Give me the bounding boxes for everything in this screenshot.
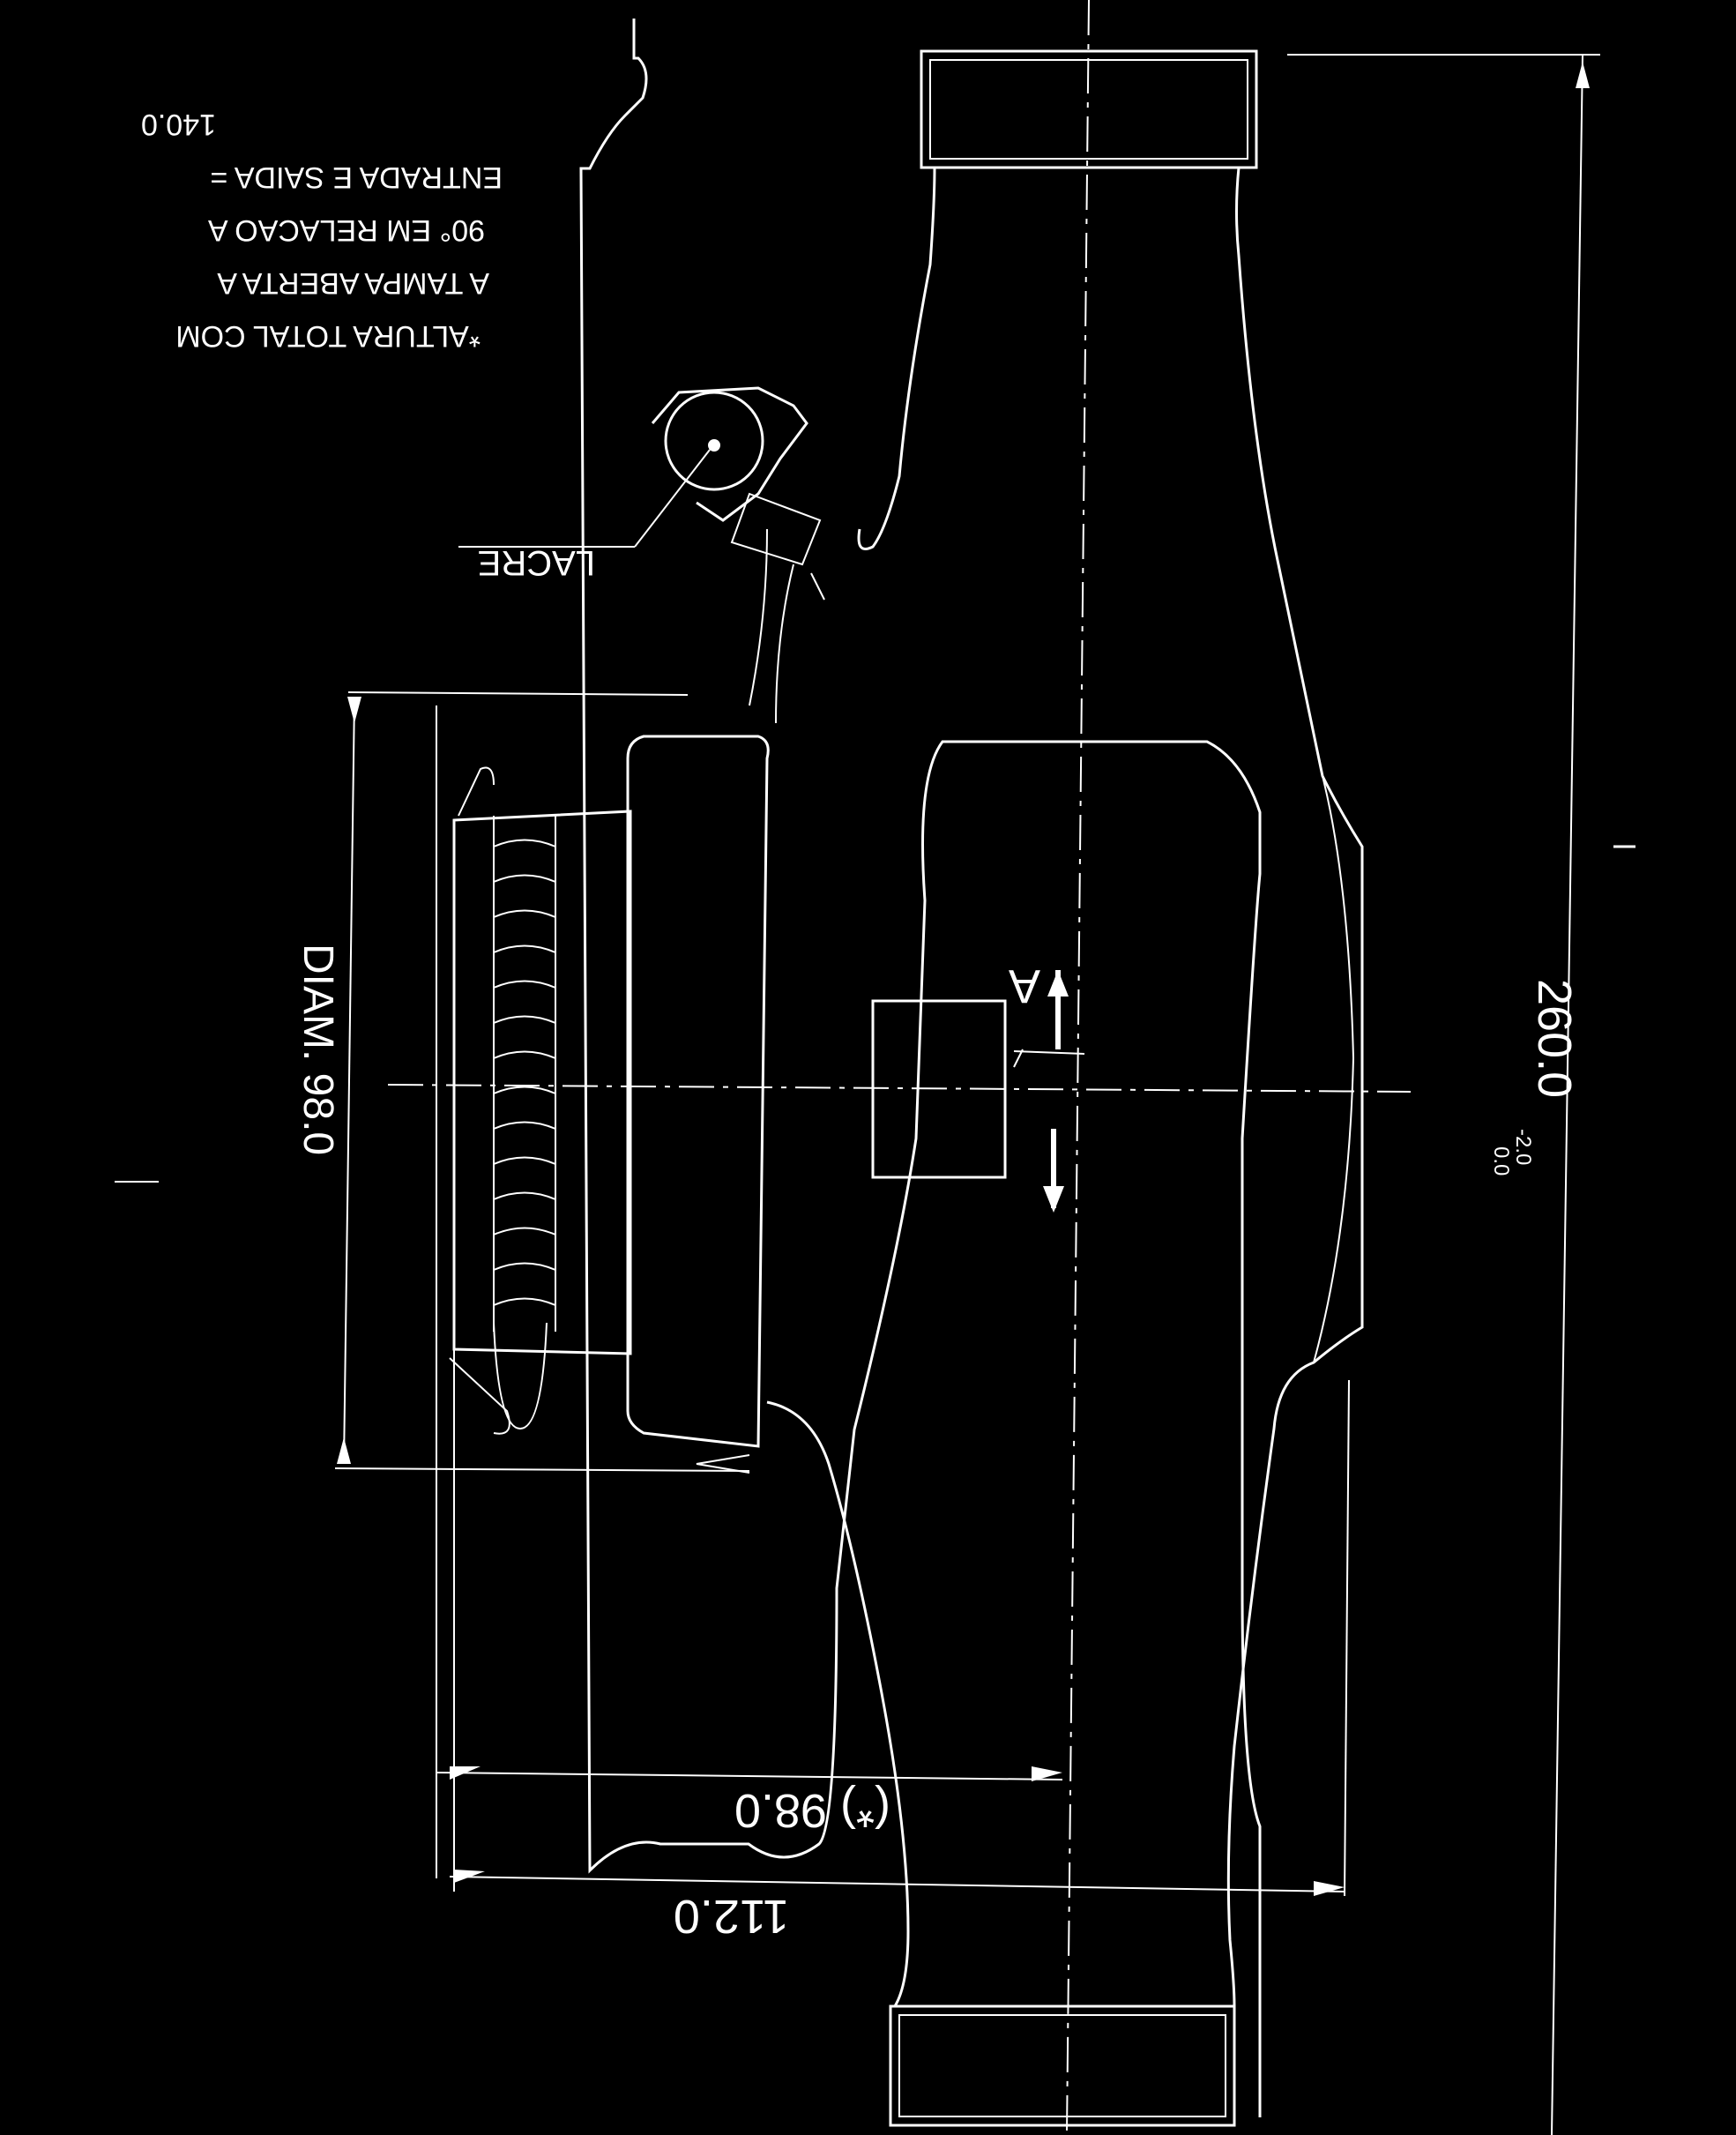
- height-label: (*) 98.0: [734, 1784, 890, 1837]
- note-line-4: ENTRADA E SAIDA =: [210, 160, 503, 194]
- length-label: 260.0: [1528, 979, 1581, 1098]
- note-block: *ALTURA TOTAL COM A TAMPA ABERTA A 90° E…: [141, 108, 503, 353]
- note-line-2: A TAMPA ABERTA A: [217, 266, 489, 300]
- note-line-1: *ALTURA TOTAL COM: [175, 319, 481, 353]
- meter-body: [579, 19, 1262, 2117]
- dimension-lines: [334, 54, 1600, 2135]
- register-head: [449, 735, 770, 1474]
- note-line-3: 90° EM RELACAO A: [208, 213, 485, 247]
- flow-arrow-label: A: [1009, 959, 1040, 1012]
- note-line-5: 140.0: [141, 108, 216, 141]
- total-height-label: 112.0: [674, 1890, 789, 1943]
- length-tolerance-upper: 0.0: [1489, 1146, 1513, 1176]
- seal-assembly: [458, 386, 825, 724]
- center-lines: [387, 0, 1412, 2135]
- diameter-label: DIAM. 98.0: [294, 944, 341, 1155]
- length-tolerance-lower: -2.0: [1511, 1129, 1535, 1165]
- flow-arrow: [1013, 970, 1085, 1213]
- register-wheels: [493, 816, 556, 1332]
- pipe-outline: [766, 49, 1364, 2127]
- seal-label: LACRE: [478, 543, 595, 582]
- flow-box: [871, 999, 1007, 1179]
